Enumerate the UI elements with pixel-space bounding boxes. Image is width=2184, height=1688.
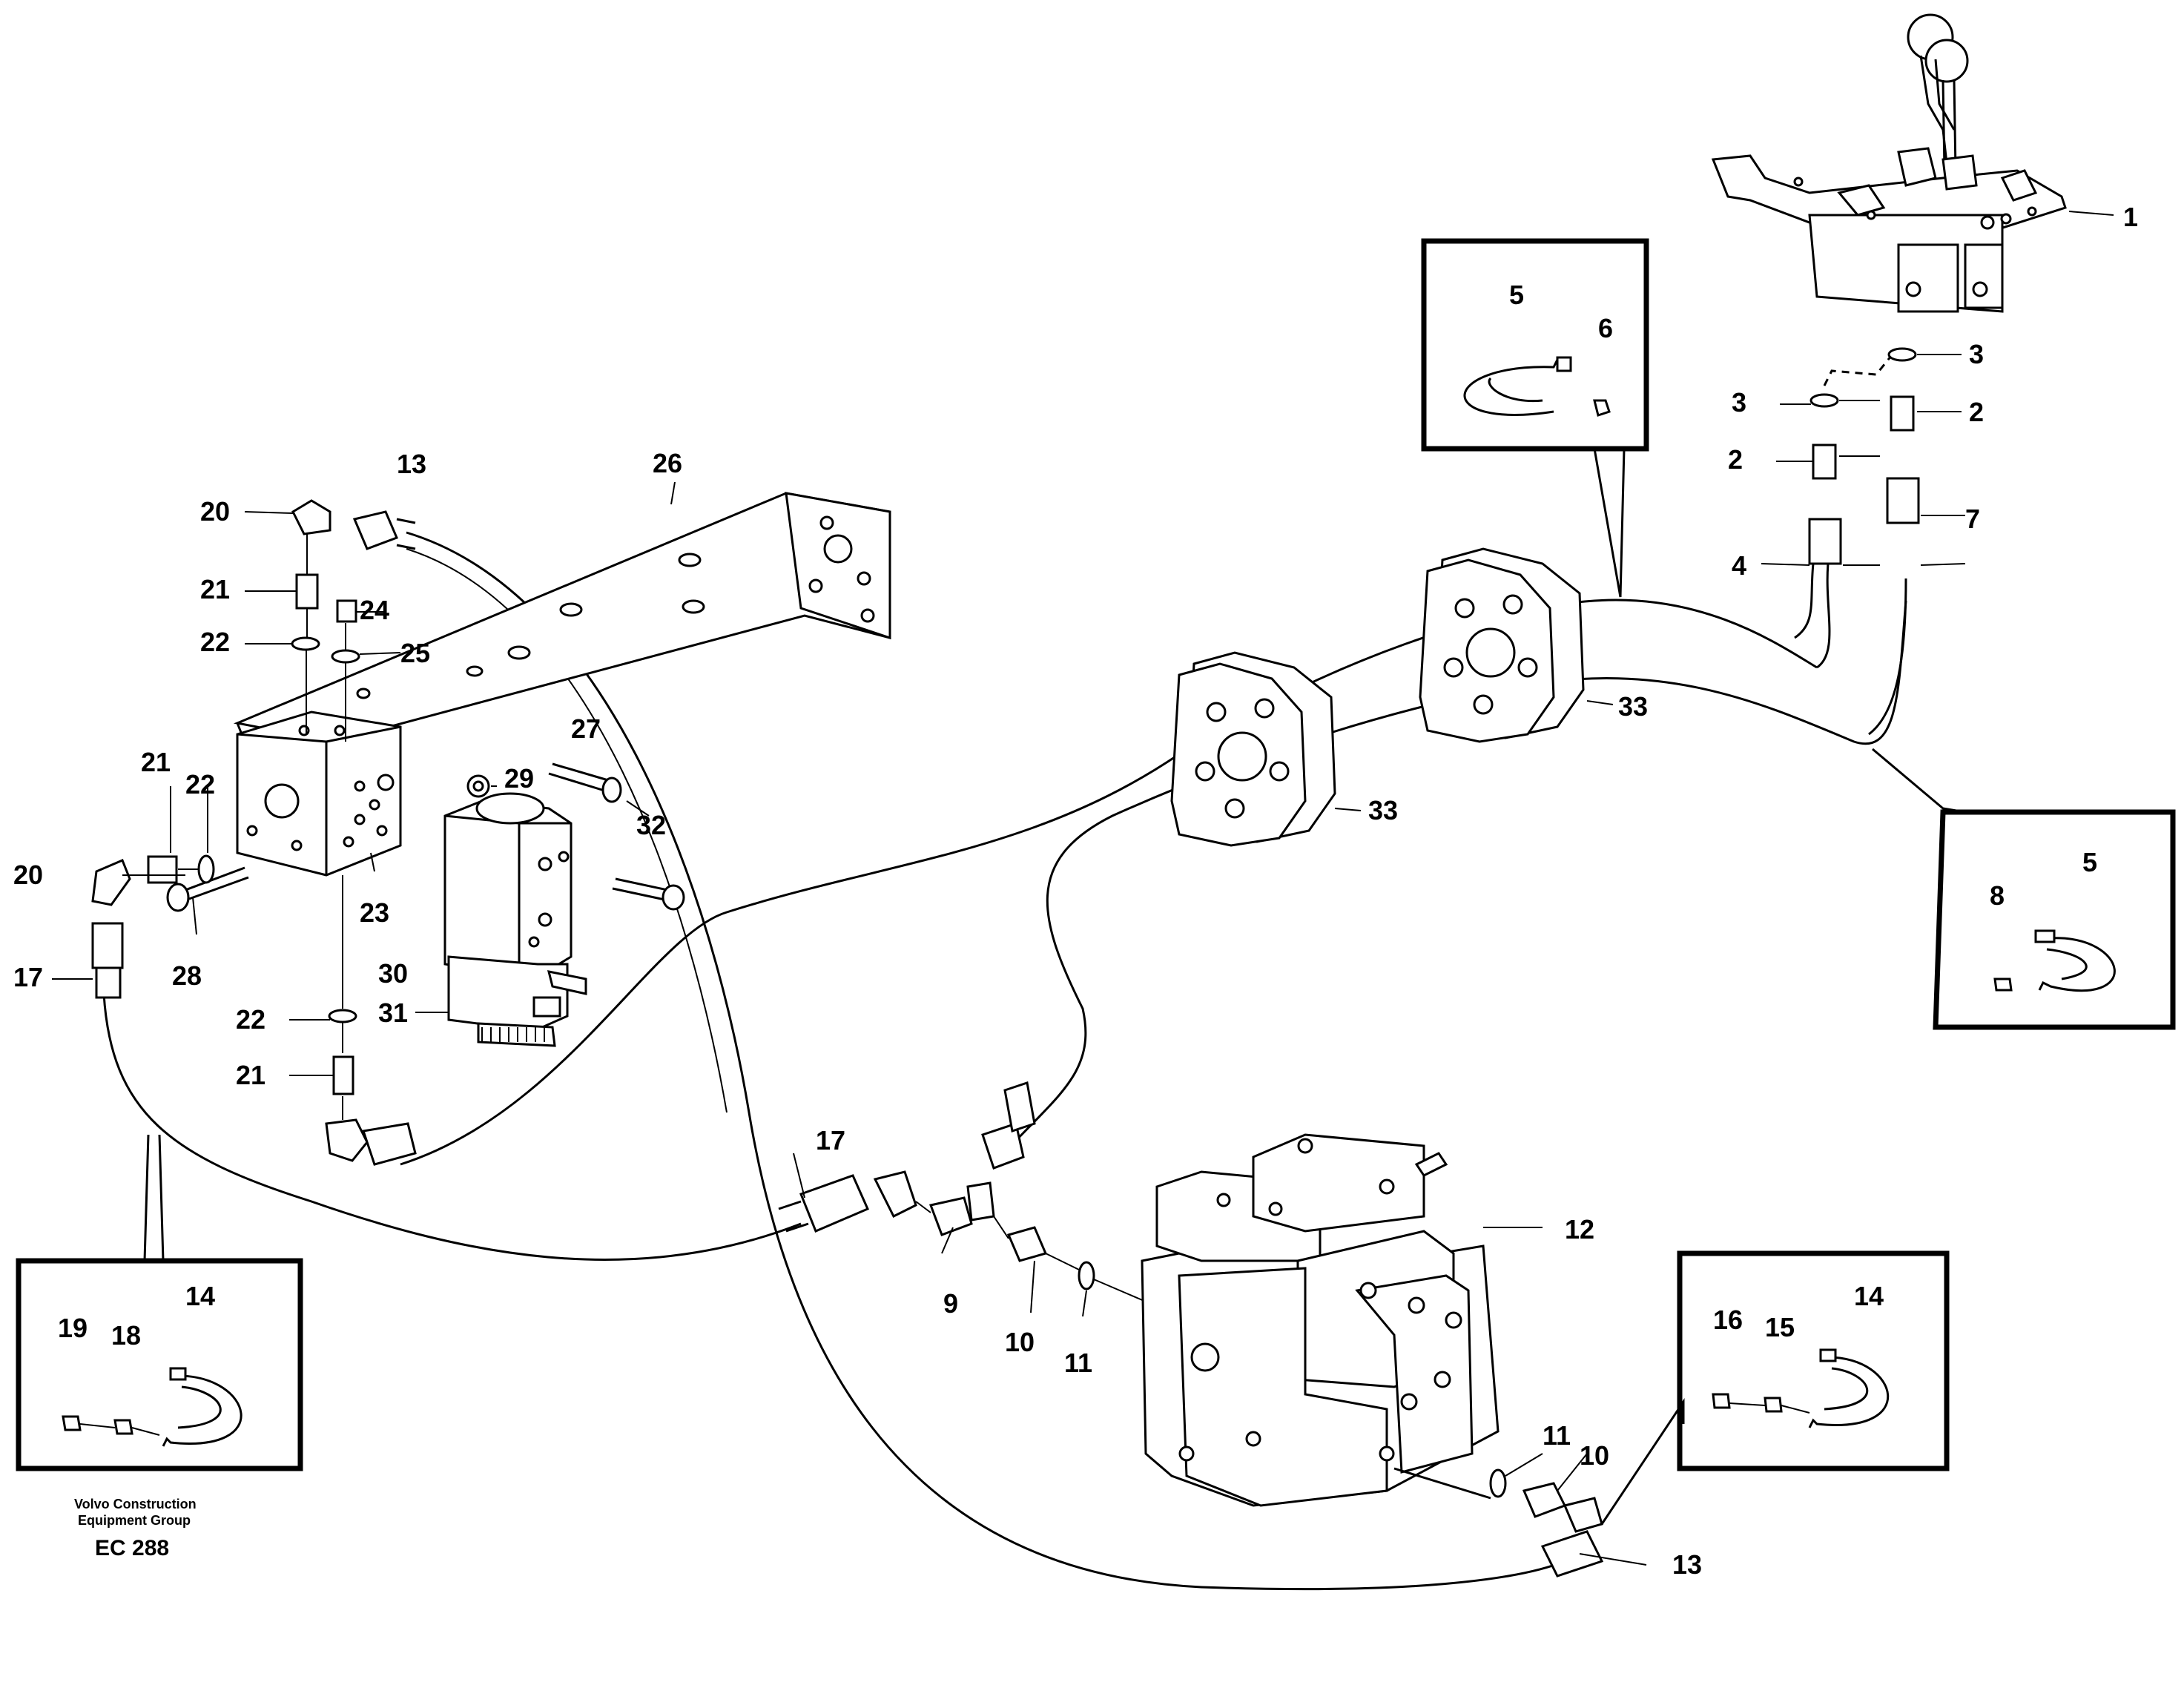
diagram-code: EC 288	[95, 1536, 169, 1560]
leader-lines	[52, 403, 1966, 1491]
label-1: 1	[2123, 202, 2138, 232]
bracket-26	[233, 481, 891, 743]
label-7: 7	[1965, 504, 1980, 534]
centre-tee-fittings	[778, 1081, 1147, 1302]
label-21-top: 21	[200, 574, 230, 604]
label-13-top: 13	[397, 449, 426, 479]
label-11-centre: 11	[1064, 1348, 1092, 1378]
label-29: 29	[504, 763, 534, 794]
hose-4	[1816, 563, 1831, 669]
main-control-valve-12	[1141, 1133, 1543, 1507]
grommet-33-right	[1419, 547, 1614, 743]
hose-4b	[1794, 563, 1815, 639]
label-27: 27	[571, 713, 601, 744]
label-20-top: 20	[200, 496, 230, 527]
hose-17	[102, 993, 802, 1261]
label-23: 23	[360, 897, 389, 928]
label-11-right: 11	[1543, 1420, 1571, 1451]
label-2-left: 2	[1728, 444, 1743, 475]
solenoid-valve	[443, 792, 587, 1047]
label-22-mid: 22	[185, 769, 215, 800]
hose-13-long	[406, 531, 1566, 1591]
hose-7	[1868, 578, 1907, 736]
label-26: 26	[653, 448, 682, 478]
hose-tee-to-grommet	[992, 600, 1907, 1165]
label-20-mid: 20	[13, 860, 43, 890]
label-3-left: 3	[1732, 387, 1746, 418]
label-24: 24	[360, 595, 389, 625]
label-15: 15	[1765, 1312, 1795, 1342]
label-13-bottom: 13	[1672, 1549, 1702, 1580]
label-21-bottom: 21	[236, 1060, 265, 1090]
label-30: 30	[378, 958, 408, 989]
label-10-centre: 10	[1005, 1327, 1035, 1357]
label-2-right: 2	[1969, 397, 1984, 427]
publisher-credit: Volvo Construction Equipment Group EC 28…	[74, 1497, 197, 1560]
fittings-right	[1808, 347, 1965, 566]
label-5-right: 5	[2082, 847, 2097, 877]
label-3-right: 3	[1969, 339, 1984, 369]
label-31: 31	[378, 998, 408, 1028]
label-21-mid: 21	[141, 747, 171, 777]
credit-line-2: Equipment Group	[78, 1513, 191, 1528]
hose-13-long-inner	[406, 548, 728, 1113]
label-18: 18	[111, 1320, 141, 1351]
label-12: 12	[1565, 1214, 1594, 1244]
bolts	[166, 762, 685, 912]
part-labels: 1 2 2 3 3 4 5 6 7 5 8 33 33 12 14 16 15 …	[13, 202, 2138, 1580]
detail-box-top	[1421, 238, 1649, 598]
label-8: 8	[1990, 880, 2005, 911]
label-5-top: 5	[1509, 280, 1524, 310]
label-33-right: 33	[1618, 691, 1648, 722]
label-22-top: 22	[200, 627, 230, 657]
label-14-right: 14	[1854, 1281, 1884, 1311]
label-17-centre: 17	[816, 1125, 845, 1155]
label-28: 28	[172, 960, 202, 991]
credit-line-1: Volvo Construction	[74, 1497, 197, 1511]
detail-box-right	[1872, 748, 2176, 1030]
label-9: 9	[943, 1288, 958, 1319]
label-25: 25	[400, 638, 430, 668]
label-4: 4	[1732, 550, 1746, 581]
label-10-right: 10	[1580, 1440, 1609, 1471]
hose-valve-to-block	[400, 599, 1818, 1166]
hoses	[102, 531, 1907, 1591]
label-22-bottom: 22	[236, 1004, 265, 1035]
label-17-left: 17	[13, 962, 43, 992]
label-6: 6	[1598, 313, 1613, 343]
label-14-left: 14	[185, 1281, 215, 1311]
grommet-33-left	[1170, 651, 1362, 847]
right-bottom-fittings	[1489, 1468, 1647, 1577]
label-33-left: 33	[1368, 795, 1398, 825]
detail-box-left	[16, 1134, 303, 1471]
label-32: 32	[636, 810, 666, 840]
dashed-connector	[1823, 355, 1893, 386]
label-16: 16	[1713, 1305, 1743, 1335]
label-19: 19	[58, 1313, 88, 1343]
detail-box-bottom-right	[1600, 1250, 1950, 1525]
valve-block-23	[236, 711, 402, 877]
pilot-control-valve	[1711, 13, 2114, 313]
